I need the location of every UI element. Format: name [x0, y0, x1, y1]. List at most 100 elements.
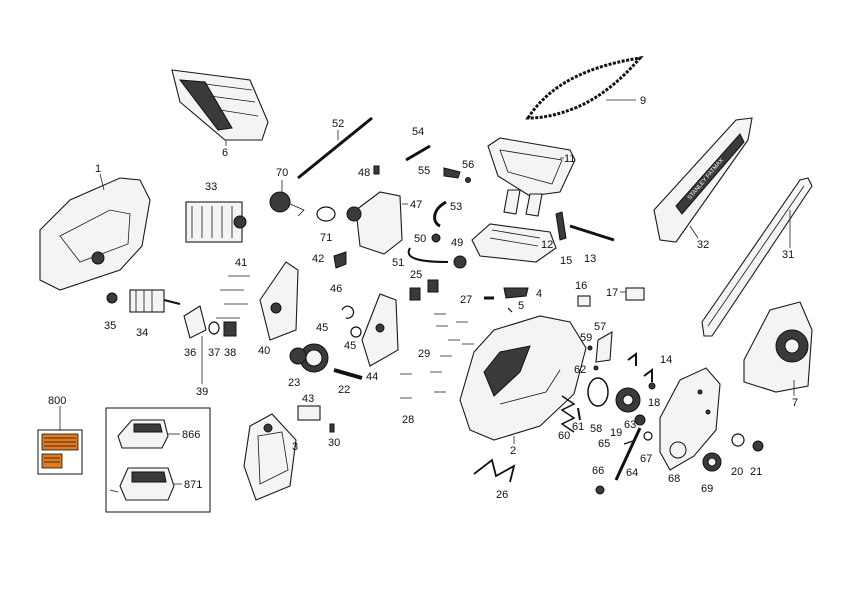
part-2-main-housing — [459, 315, 587, 444]
part-label-58: 58 — [590, 423, 602, 435]
part-label-45-b: 45 — [344, 340, 356, 352]
part-12-trigger-cover — [471, 223, 557, 263]
part-11-front-handle — [487, 137, 576, 217]
part-label-33: 33 — [205, 181, 217, 193]
part-label-54: 54 — [412, 126, 424, 138]
part-58-band — [587, 377, 609, 407]
part-label-27: 27 — [460, 294, 472, 306]
part-label-17: 17 — [606, 287, 618, 299]
part-label-1: 1 — [95, 163, 101, 175]
part-label-66: 66 — [592, 465, 604, 477]
part-18-washer — [648, 382, 656, 390]
part-label-30: 30 — [328, 437, 340, 449]
part-32-guide-bar-cover: STANLEY FATMAX — [653, 117, 753, 243]
part-17-block — [625, 287, 645, 301]
part-label-871: 871 — [184, 479, 202, 491]
part-label-71: 71 — [320, 232, 332, 244]
part-label-37: 37 — [208, 347, 220, 359]
part-56-nut — [465, 177, 471, 183]
part-49-pump — [453, 255, 467, 269]
part-label-18: 18 — [648, 397, 660, 409]
part-70-gear — [269, 180, 305, 217]
part-label-20: 20 — [731, 466, 743, 478]
part-5-clip — [507, 307, 513, 313]
part-label-4: 4 — [536, 288, 542, 300]
part-25-spring — [409, 279, 439, 301]
part-68-side-cover — [659, 367, 721, 471]
part-label-50: 50 — [414, 233, 426, 245]
part-label-42: 42 — [312, 253, 324, 265]
part-label-6: 6 — [222, 147, 228, 159]
part-14-spring-clip — [627, 352, 653, 382]
part-label-34: 34 — [136, 327, 148, 339]
part-16-block — [577, 295, 591, 307]
part-label-52: 52 — [332, 118, 344, 130]
part-label-67: 67 — [640, 453, 652, 465]
part-54-rod — [405, 144, 431, 162]
part-44-gear-housing — [361, 293, 399, 367]
part-43-switch-plate — [297, 405, 321, 421]
part-33-motor — [185, 201, 247, 243]
part-41-screws — [216, 275, 250, 319]
part-69-knob — [702, 452, 722, 472]
part-29-screws — [430, 313, 474, 373]
part-label-2: 2 — [510, 445, 516, 457]
part-label-19: 19 — [610, 427, 622, 439]
part-label-44: 44 — [366, 371, 378, 383]
part-67-washer — [643, 431, 653, 441]
part-label-28: 28 — [402, 414, 414, 426]
part-label-35: 35 — [104, 320, 116, 332]
part-59-pin — [587, 345, 593, 351]
part-label-43: 43 — [302, 393, 314, 405]
part-13-rod — [569, 224, 615, 242]
part-label-15: 15 — [560, 255, 572, 267]
part-label-62: 62 — [574, 364, 586, 376]
part-label-68: 68 — [668, 473, 680, 485]
part-871-charger — [109, 467, 182, 501]
part-label-16: 16 — [575, 280, 587, 292]
part-47-switch-housing — [346, 191, 408, 255]
part-label-12: 12 — [541, 239, 553, 251]
part-label-3: 3 — [292, 441, 298, 453]
part-57-bracket — [595, 331, 613, 363]
part-label-47: 47 — [410, 199, 422, 211]
part-61-screw — [577, 407, 581, 421]
part-label-48: 48 — [358, 167, 370, 179]
part-20-washer — [731, 433, 745, 447]
part-800-label-sheet — [37, 429, 83, 475]
part-866-battery — [117, 419, 180, 449]
part-50-clip — [431, 233, 441, 243]
part-19-sprocket — [615, 387, 641, 413]
part-4-lever — [503, 287, 529, 299]
battery-charger-box — [105, 407, 211, 513]
part-label-39: 39 — [196, 386, 208, 398]
part-label-46: 46 — [330, 283, 342, 295]
part-label-7: 7 — [792, 397, 798, 409]
part-71-ring — [316, 206, 336, 222]
part-42-clip — [333, 251, 347, 269]
part-1-left-housing — [39, 173, 151, 291]
part-label-14: 14 — [660, 354, 672, 366]
part-label-60: 60 — [558, 430, 570, 442]
part-62-pin — [593, 365, 599, 371]
part-label-22: 22 — [338, 384, 350, 396]
part-label-9: 9 — [640, 95, 646, 107]
part-6-cover — [171, 69, 269, 146]
part-label-64: 64 — [626, 467, 638, 479]
part-37-washer — [208, 321, 220, 335]
part-label-25: 25 — [410, 269, 422, 281]
part-label-866: 866 — [182, 429, 200, 441]
part-label-53: 53 — [450, 201, 462, 213]
part-53-hose — [433, 200, 447, 228]
part-38-pinion — [223, 321, 237, 337]
part-label-800: 800 — [48, 395, 66, 407]
part-label-36: 36 — [184, 347, 196, 359]
part-label-13: 13 — [584, 253, 596, 265]
part-23-gear — [289, 347, 307, 365]
part-55-pin — [443, 167, 461, 179]
part-63-gear — [634, 414, 646, 426]
part-31-guide-bar — [701, 177, 813, 337]
part-22-shaft — [333, 368, 363, 380]
part-3-wiring-assembly — [243, 413, 297, 501]
part-7-sprocket-cover — [743, 301, 813, 396]
